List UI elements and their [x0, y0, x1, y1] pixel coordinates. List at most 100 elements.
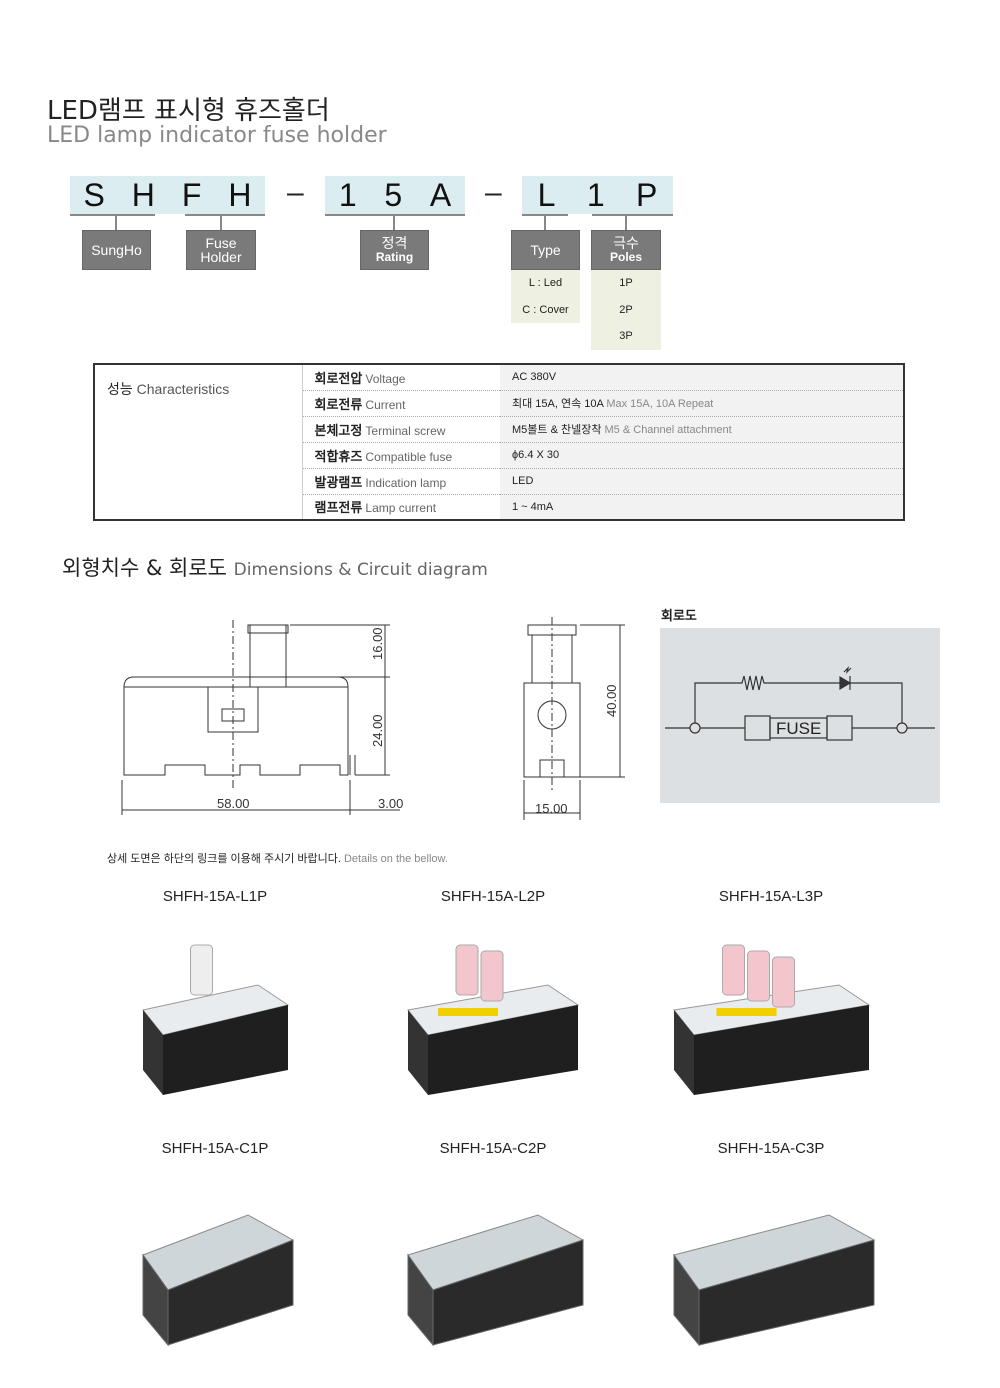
- row-value: AC 380V: [500, 364, 904, 391]
- row-label-en: Indication lamp: [365, 475, 447, 490]
- row-label-en: Compatible fuse: [365, 449, 453, 464]
- table-row: 적합휴즈 Compatible fuse ϕ6.4 X 30: [94, 442, 904, 469]
- underline: [592, 214, 673, 216]
- dim-front-top: 16.00: [370, 627, 385, 660]
- product-image: [141, 944, 289, 1095]
- row-label-en: Terminal screw: [365, 423, 446, 438]
- front-view-drawing: 16.00 24.00 58.00 3.00: [121, 620, 403, 815]
- row-label-ko: 회로전류: [314, 396, 363, 412]
- code-char: F: [181, 176, 202, 213]
- note: 상세 도면은 하단의 링크를 이용해 주시기 바랍니다. Details on …: [107, 850, 448, 866]
- label-sungho: SungHo: [82, 230, 151, 270]
- row-label-ko: 회로전압: [314, 370, 363, 386]
- row-value: M5볼트 & 찬넬장착 M5 & Channel attachment: [500, 416, 904, 443]
- label-ko: 성능: [107, 381, 133, 397]
- label-text: Holder: [200, 249, 242, 265]
- product-name: SHFH-15A-C2P: [439, 1140, 547, 1157]
- circuit-diagram: FUSE: [660, 628, 940, 803]
- code-char: 1: [586, 176, 605, 213]
- value: AC 380V: [512, 371, 557, 384]
- product-name: SHFH-15A-C3P: [717, 1140, 825, 1157]
- product-name: SHFH-15A-L1P: [162, 888, 268, 905]
- label-text: Type: [530, 242, 561, 258]
- product-image: [407, 1214, 585, 1347]
- row-label: 램프전류 Lamp current: [301, 494, 500, 521]
- note-ko: 상세 도면은 하단의 링크를 이용해 주시기 바랍니다.: [107, 853, 341, 865]
- connector: [220, 215, 222, 230]
- code-char: 5: [384, 176, 403, 213]
- value: M5볼트 & 찬넬장착: [512, 424, 602, 436]
- code-char: P: [635, 176, 658, 213]
- circuit-label: 회로도: [661, 609, 697, 624]
- connector: [544, 215, 546, 230]
- value: 최대 15A, 연속 10A: [512, 398, 604, 410]
- product-name: SHFH-15A-L2P: [440, 888, 546, 905]
- code-char: H: [131, 176, 155, 213]
- connector: [625, 215, 627, 230]
- title-en: LED lamp indicator fuse holder: [47, 123, 387, 148]
- code-char: A: [429, 176, 452, 213]
- code-dash: –: [485, 176, 502, 209]
- section-heading: 외형치수 & 회로도 Dimensions & Circuit diagram: [62, 552, 488, 582]
- row-label-en: Lamp current: [365, 501, 437, 516]
- row-value: 1 ~ 4mA: [500, 494, 904, 521]
- type-option: L : Led: [528, 277, 563, 289]
- pole-options: 1P 2P 3P: [591, 270, 661, 350]
- row-label-ko: 발광램프: [314, 474, 363, 490]
- label-type: Type: [511, 230, 580, 270]
- row-label: 적합휴즈 Compatible fuse: [301, 442, 500, 469]
- connector: [393, 215, 395, 230]
- row-value: 최대 15A, 연속 10A Max 15A, 10A Repeat: [500, 390, 904, 417]
- side-view-drawing: 40.00 15.00: [523, 617, 625, 820]
- row-label-ko: 적합휴즈: [314, 448, 363, 464]
- dim-front-body: 24.00: [370, 714, 385, 747]
- pole-option: 2P: [619, 303, 633, 316]
- pole-option: 1P: [619, 277, 633, 289]
- table-row: 본체고정 Terminal screw M5볼트 & 찬넬장착 M5 & Chan…: [94, 416, 904, 443]
- title-ko: LED램프 표시형 휴즈홀더: [47, 96, 330, 126]
- dim-front-width: 58.00: [217, 796, 250, 811]
- product-image: [672, 1214, 875, 1347]
- row-label-en: Voltage: [365, 371, 406, 386]
- code-char: 1: [338, 176, 357, 213]
- underline: [70, 214, 155, 216]
- product-image: [141, 1214, 294, 1347]
- row-label: 발광램프 Indication lamp: [301, 468, 500, 495]
- value-en: M5 & Channel attachment: [604, 424, 732, 436]
- fuse-label: FUSE: [776, 719, 821, 738]
- label-text: Poles: [609, 250, 642, 264]
- underline: [325, 214, 465, 216]
- product-image: [407, 944, 580, 1095]
- row-label: 회로전류 Current: [301, 390, 500, 417]
- value: ϕ6.4 X 30: [512, 449, 560, 461]
- characteristics-label: 성능 Characteristics: [94, 364, 302, 520]
- characteristics-table: 성능 Characteristics 회로전압 Voltage AC 380V 회로…: [93, 363, 905, 521]
- dim-side-width: 15.00: [535, 801, 568, 816]
- code-char: L: [537, 176, 556, 213]
- row-value: ϕ6.4 X 30: [500, 442, 904, 469]
- code-char: S: [83, 176, 105, 213]
- label-text: 정격: [381, 235, 408, 251]
- dim-side-height: 40.00: [604, 684, 619, 717]
- label-text: Rating: [375, 250, 414, 264]
- value-en: Max 15A, 10A Repeat: [606, 398, 714, 410]
- section-ko: 외형치수 & 회로도: [62, 556, 227, 580]
- dim-front-gap: 3.00: [378, 796, 403, 811]
- code-dash: –: [287, 176, 304, 209]
- table-row: 램프전류 Lamp current 1 ~ 4mA: [94, 494, 904, 521]
- label-text: SungHo: [91, 242, 142, 258]
- code-char: H: [228, 176, 252, 213]
- row-value: LED: [500, 468, 904, 495]
- value: 1 ~ 4mA: [512, 500, 554, 513]
- pole-option: 3P: [619, 330, 633, 342]
- row-label-ko: 본체고정: [314, 422, 363, 438]
- connector: [115, 215, 117, 230]
